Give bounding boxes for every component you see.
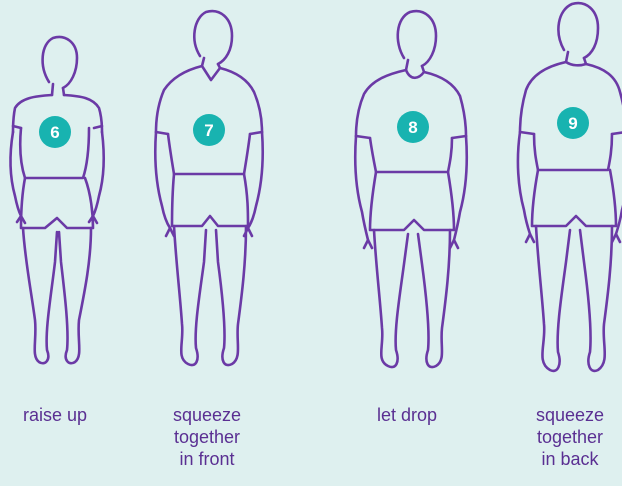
figure-squeeze-back bbox=[518, 3, 622, 371]
badge-9-number: 9 bbox=[568, 114, 577, 133]
caption-line: squeeze bbox=[505, 404, 622, 426]
badge-7-number: 7 bbox=[204, 121, 213, 140]
badge-8: 8 bbox=[397, 111, 429, 143]
caption-squeeze-front: squeeze together in front bbox=[142, 404, 272, 470]
badge-9: 9 bbox=[557, 107, 589, 139]
caption-line: together bbox=[505, 426, 622, 448]
caption-line: squeeze bbox=[142, 404, 272, 426]
caption-line: together bbox=[142, 426, 272, 448]
badge-6-number: 6 bbox=[50, 123, 59, 142]
figure-raise-up bbox=[11, 37, 104, 363]
caption-line: in front bbox=[142, 448, 272, 470]
caption-line: let drop bbox=[342, 404, 472, 426]
caption-squeeze-back: squeeze together in back bbox=[505, 404, 622, 470]
figure-let-drop bbox=[355, 11, 467, 367]
caption-line: raise up bbox=[0, 404, 120, 426]
badge-8-number: 8 bbox=[408, 118, 417, 137]
caption-line: in back bbox=[505, 448, 622, 470]
badge-6: 6 bbox=[39, 116, 71, 148]
figure-squeeze-front bbox=[155, 11, 263, 365]
caption-raise-up: raise up bbox=[0, 404, 120, 426]
caption-let-drop: let drop bbox=[342, 404, 472, 426]
badge-7: 7 bbox=[193, 114, 225, 146]
